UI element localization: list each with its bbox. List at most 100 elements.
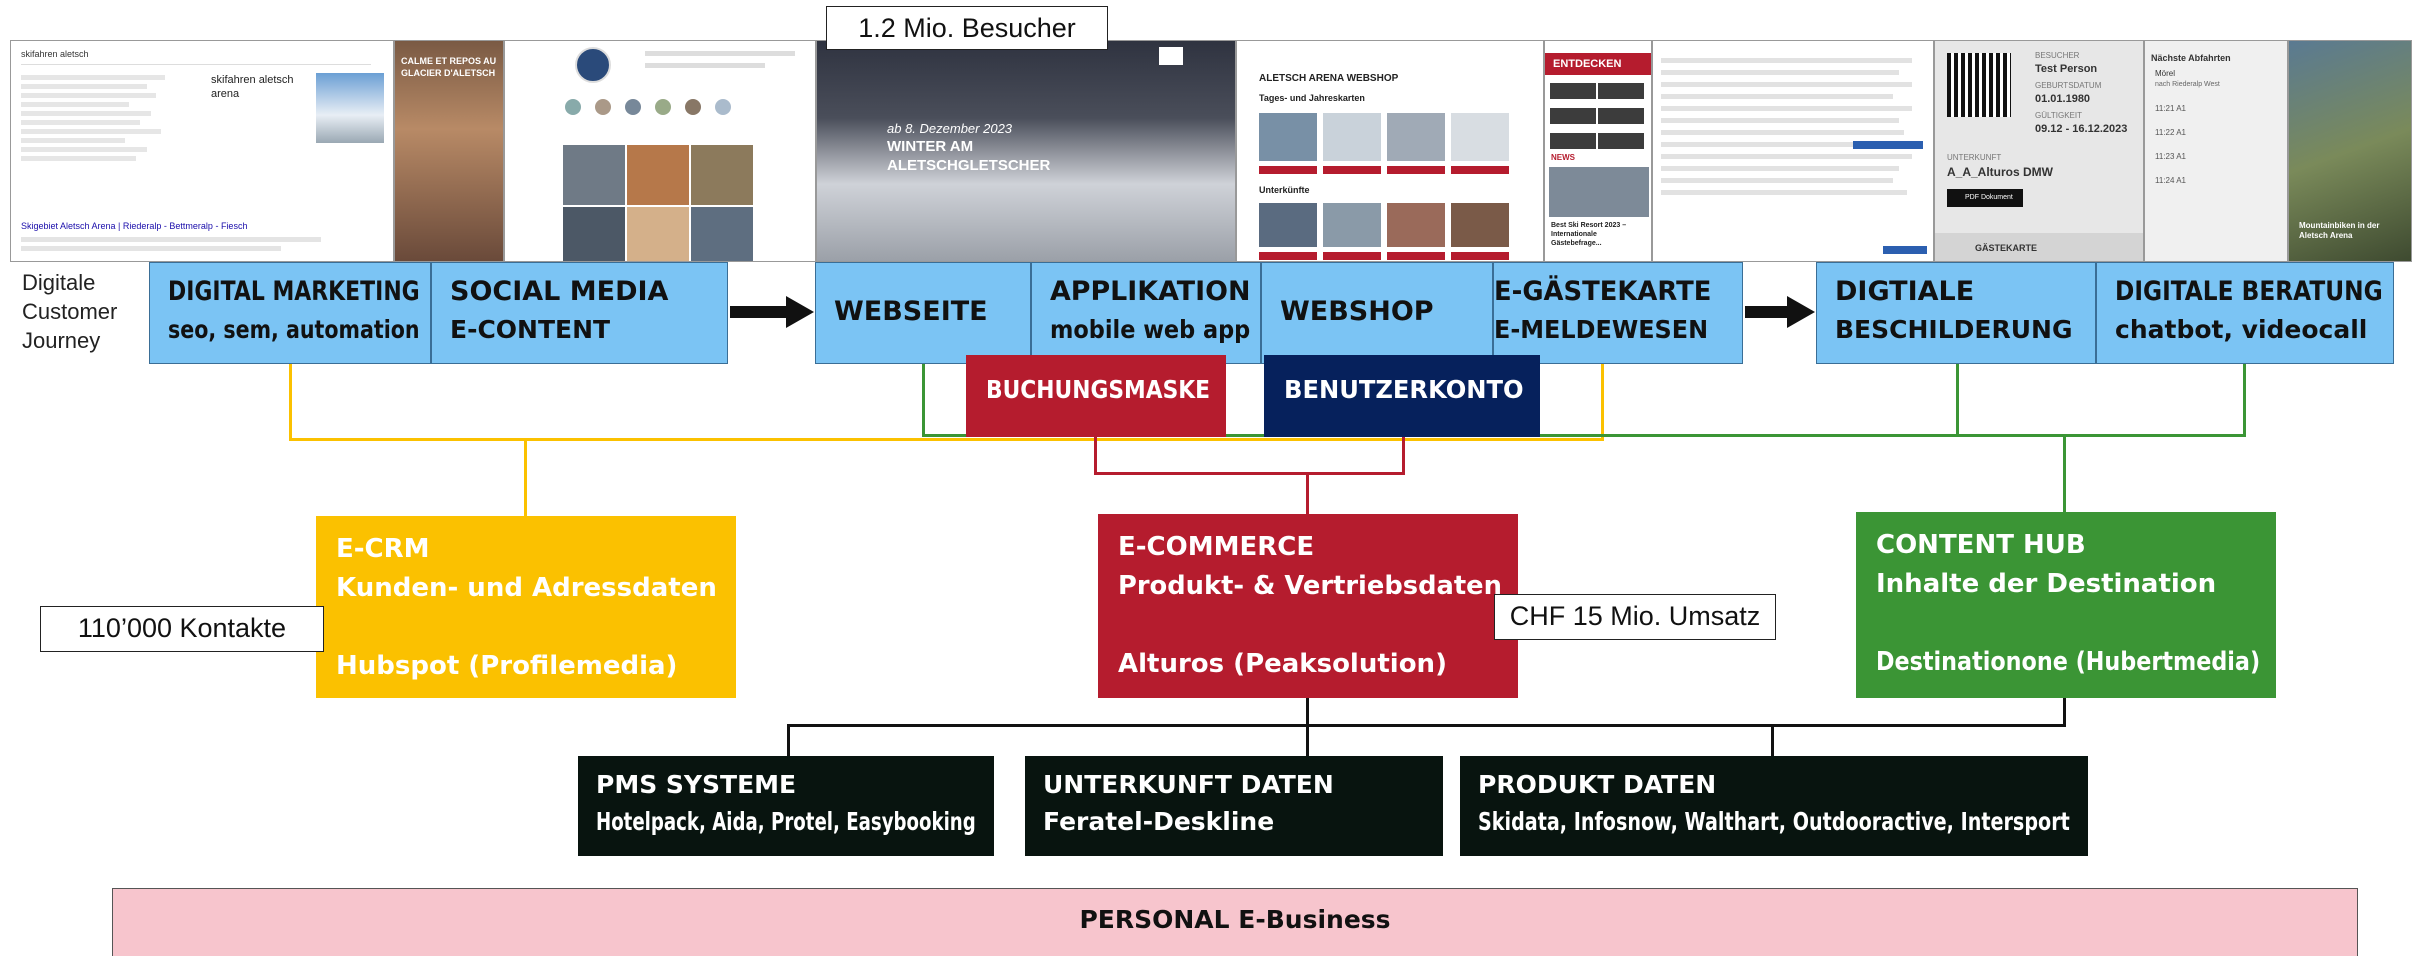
connector-black — [1771, 724, 1774, 756]
beratung-caption: Mountainbiken in der Aletsch Arena — [2299, 221, 2380, 240]
connector-green — [2063, 434, 2066, 516]
valid-dates: 09.12 - 16.12.2023 — [2035, 123, 2128, 135]
source-title: UNTERKUNFT DATEN — [1043, 770, 1334, 799]
product-card[interactable] — [1259, 113, 1317, 161]
connector-black — [2063, 698, 2066, 726]
connector-green — [2243, 364, 2246, 436]
webshop-section2: Unterkünfte — [1259, 185, 1310, 195]
app-header: ENTDECKEN — [1545, 53, 1651, 75]
hub-subtitle: Produkt- & Vertriebsdaten — [1118, 571, 1502, 601]
step-beschilderung: DIGTIALE BESCHILDERUNG — [1816, 262, 2096, 364]
search-result[interactable]: Skigebiet Aletsch Arena | Riederalp - Be… — [21, 221, 248, 231]
connector-red — [1402, 436, 1405, 474]
step-title: SOCIAL MEDIA — [450, 276, 669, 307]
birth-date: 01.01.1980 — [2035, 93, 2091, 105]
grid-photo — [691, 207, 753, 261]
step-subtitle: mobile web app — [1050, 315, 1251, 344]
product-card[interactable] — [1387, 113, 1445, 161]
search-query: skifahren aletsch — [21, 49, 371, 65]
step-title: E-GÄSTEKARTE — [1494, 276, 1712, 307]
guestcard-footer: GÄSTEKARTE — [1935, 233, 2143, 261]
grid-photo — [563, 145, 625, 205]
pdf-button[interactable]: PDF Dokument — [1947, 189, 2023, 207]
step-subtitle: E-MELDEWESEN — [1494, 315, 1709, 344]
source-title: PMS SYSTEME — [596, 770, 797, 799]
step-webseite: WEBSEITE — [815, 262, 1031, 364]
arrow-right-icon — [730, 296, 814, 328]
lodging-name: A_A_Alturos DMW — [1947, 165, 2054, 179]
form-button[interactable] — [1853, 141, 1923, 149]
personal-e-business-bar: PERSONAL E-Business — [112, 888, 2358, 956]
connector-yellow — [1601, 364, 1604, 440]
step-title: DIGITALE BERATUNG — [2115, 276, 2383, 307]
lodging-card[interactable] — [1451, 203, 1509, 247]
news-image — [1549, 167, 1649, 217]
connector-green — [922, 364, 925, 436]
journey-label: Digitale Customer Journey — [22, 268, 117, 355]
signage-from: Mörel — [2155, 69, 2176, 78]
hub-e-crm: E-CRM Kunden- und Adressdaten Hubspot (P… — [316, 516, 736, 698]
step-webshop: WEBSHOP — [1261, 262, 1493, 364]
lodging-card[interactable] — [1323, 203, 1381, 247]
story-text: CALME ET REPOS AU GLACIER D'ALETSCH — [401, 56, 497, 78]
visitors-callout: 1.2 Mio. Besucher — [826, 6, 1108, 50]
news-article[interactable]: Best Ski Resort 2023 – Internationale Gä… — [1551, 222, 1627, 247]
submit-button[interactable] — [1883, 246, 1927, 254]
screenshot-webshop: ALETSCH ARENA WEBSHOP Tages- und Jahresk… — [1236, 40, 1544, 262]
source-pms: PMS SYSTEME Hotelpack, Aida, Protel, Eas… — [578, 756, 994, 856]
lodging-card[interactable] — [1259, 203, 1317, 247]
lodging-label: UNTERKUNFT — [1947, 153, 2002, 162]
product-card[interactable] — [1451, 113, 1509, 161]
screenshot-app: ENTDECKEN NEWS Best Ski Resort 2023 – In… — [1544, 40, 1652, 262]
search-suggestions — [21, 71, 201, 211]
valid-label: GÜLTIGKEIT — [2035, 111, 2082, 120]
hub-subtitle: Inhalte der Destination — [1876, 569, 2217, 599]
hub-system: Destinationone (Hubertmedia) — [1876, 647, 2261, 677]
user-account-label: BENUTZERKONTO — [1284, 375, 1524, 404]
step-e-gaestekarte: E-GÄSTEKARTE E-MELDEWESEN — [1493, 262, 1743, 364]
step-title: DIGITAL MARKETING — [168, 276, 420, 307]
connector-black — [1306, 698, 1309, 726]
grid-photo — [691, 145, 753, 205]
screenshot-instagram — [504, 40, 816, 262]
step-subtitle: E-CONTENT — [450, 315, 611, 344]
card-footers — [1259, 161, 1509, 174]
connector-green — [1956, 364, 1959, 436]
hero-date: ab 8. Dezember 2023 — [887, 121, 1013, 136]
app-news: NEWS — [1551, 153, 1575, 162]
profile-line-2 — [645, 63, 765, 68]
departure-row: 11:21 A1 — [2155, 104, 2186, 113]
profile-line — [645, 51, 795, 56]
journey-label-line: Customer — [22, 299, 118, 324]
step-social-media: SOCIAL MEDIA E-CONTENT — [431, 262, 728, 364]
result-snippet — [21, 237, 321, 242]
step-title: WEBSHOP — [1280, 296, 1434, 327]
connector-red — [1094, 472, 1405, 475]
highlight-row — [565, 99, 805, 117]
step-subtitle: chatbot, videocall — [2115, 315, 2368, 344]
connector-yellow — [289, 364, 292, 440]
guest-label: BESUCHER — [2035, 51, 2080, 60]
screenshot-beratung: Mountainbiken in der Aletsch Arena — [2288, 40, 2412, 262]
connector-red — [1094, 436, 1097, 474]
grid-photo — [627, 145, 689, 205]
source-produkt: PRODUKT DATEN Skidata, Infosnow, Walthar… — [1460, 756, 2088, 856]
departure-list: 11:21 A1 11:22 A1 11:23 A1 11:24 A1 — [2155, 97, 2275, 193]
lodging-card[interactable] — [1387, 203, 1445, 247]
hub-system: Hubspot (Profilemedia) — [336, 651, 678, 681]
result-snippet-2 — [21, 246, 281, 251]
hub-title: E-CRM — [336, 534, 430, 564]
profile-avatar — [575, 47, 611, 83]
departure-row: 11:23 A1 — [2155, 152, 2186, 161]
hub-content: CONTENT HUB Inhalte der Destination Dest… — [1856, 512, 2276, 698]
journey-label-line: Digitale — [22, 270, 96, 295]
product-card[interactable] — [1323, 113, 1381, 161]
step-subtitle: BESCHILDERUNG — [1835, 315, 2073, 344]
departure-row: 11:24 A1 — [2155, 176, 2186, 185]
connector-yellow — [524, 438, 527, 518]
source-unterkunft: UNTERKUNFT DATEN Feratel-Deskline — [1025, 756, 1443, 856]
footer-label: PERSONAL E-Business — [1079, 905, 1391, 934]
panel-mountain-image — [316, 73, 384, 143]
signage-title: Nächste Abfahrten — [2151, 53, 2231, 63]
step-digitale-beratung: DIGITALE BERATUNG chatbot, videocall — [2096, 262, 2394, 364]
